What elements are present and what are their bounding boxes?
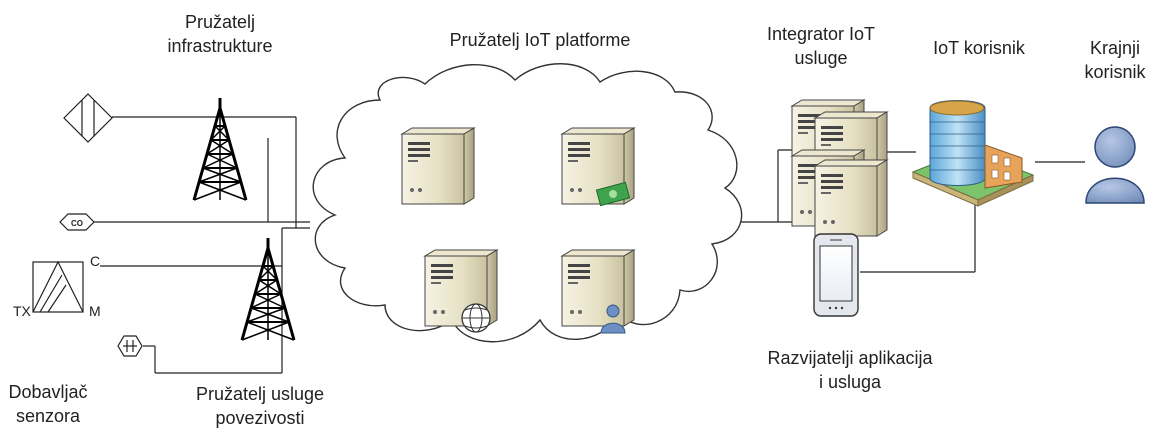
tx-sensor-icon xyxy=(32,260,84,313)
platform-server-icon xyxy=(401,127,475,205)
sensor-tx-label: TX xyxy=(13,303,31,319)
globe-icon xyxy=(461,303,491,333)
smartphone-icon xyxy=(813,233,859,317)
sensor-m-label: M xyxy=(89,303,101,319)
connectivity-tower-icon xyxy=(240,236,296,342)
iot-platform-provider-label: Pružatelj IoT platforme xyxy=(449,30,631,50)
user-badge-icon xyxy=(600,304,626,334)
iot-user-label: IoT korisnik xyxy=(933,38,1025,58)
infrastructure-tower-icon xyxy=(192,96,248,202)
money-icon xyxy=(595,181,631,207)
co-sensor-icon: CO xyxy=(59,213,95,231)
valve-sensor-icon xyxy=(117,335,143,357)
platform-server-icon xyxy=(561,249,635,327)
svg-text:CO: CO xyxy=(71,219,83,228)
integrator-server-rack-icon xyxy=(791,99,888,237)
end-user-icon xyxy=(1085,126,1145,204)
sensor-diamond-icon xyxy=(63,93,113,143)
office-building-icon xyxy=(911,100,1035,207)
sensor-c-label: C xyxy=(90,253,101,269)
cloud-shape xyxy=(312,63,743,343)
